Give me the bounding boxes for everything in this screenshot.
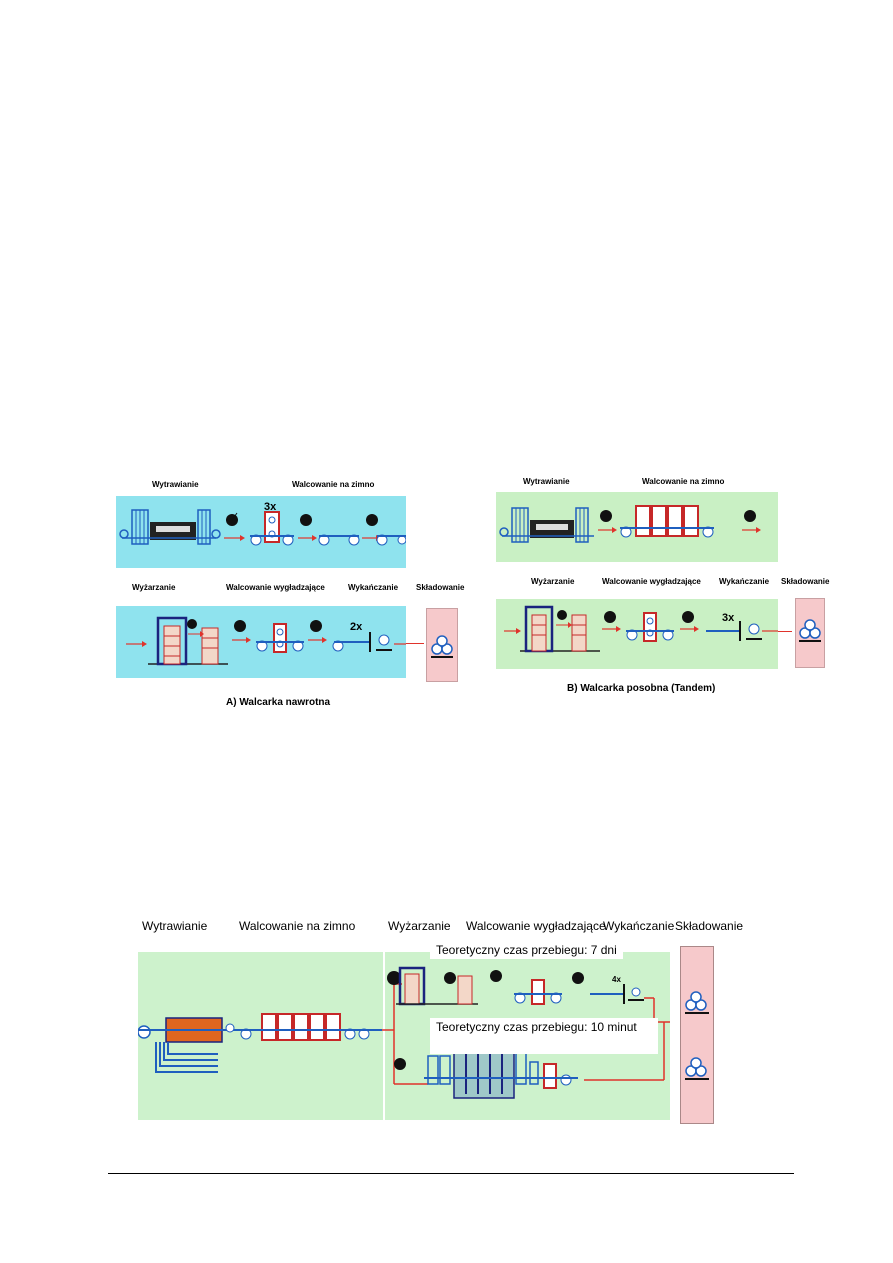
process-line-a-bottom: 2x	[126, 616, 406, 666]
coil-icon	[744, 510, 756, 522]
process-line-b-top	[499, 505, 761, 543]
label-temper-rolling: Walcowanie wygładzające	[602, 577, 701, 586]
label-annealing: Wyżarzanie	[132, 583, 176, 592]
tandem-mill-icon	[240, 1013, 382, 1041]
temper-mill-icon	[626, 612, 674, 642]
footer-rule	[108, 1173, 794, 1174]
label-cold-rolling: Walcowanie na zimno	[292, 480, 375, 489]
storage-a	[426, 608, 458, 682]
process-line-b-bottom: 3x	[504, 605, 778, 653]
svg-text:3x: 3x	[722, 612, 735, 624]
coil-icon	[226, 512, 238, 526]
svg-text:2x: 2x	[350, 621, 363, 633]
panel-c: 4x	[138, 952, 670, 1120]
coil-stack-icon	[431, 635, 453, 658]
annealing-furnace-icon	[148, 616, 228, 666]
coil-icon	[682, 611, 694, 623]
finishing-line-icon: 4x	[572, 972, 644, 1004]
label-storage: Składowanie	[416, 583, 465, 592]
note-continuous-time: Teoretyczny czas przebiegu: 10 minut	[430, 1018, 658, 1054]
finishing-line-icon: 3x	[706, 612, 762, 641]
coil-icon	[394, 1058, 406, 1070]
coil-stack-icon	[685, 991, 709, 1080]
coil-icon	[234, 620, 246, 632]
coil-stack-icon	[799, 619, 821, 642]
label-annealing: Wyżarzanie	[531, 577, 575, 586]
temper-mill-icon	[256, 623, 304, 653]
label-pickling: Wytrawianie	[152, 480, 199, 489]
label-annealing: Wyżarzanie	[388, 919, 451, 933]
flow-arrow	[778, 631, 792, 632]
label-cold-rolling: Walcowanie na zimno	[239, 919, 356, 933]
panel-a-bottom: 2x	[116, 606, 406, 678]
tandem-mill-icon	[620, 505, 714, 538]
svg-text:3x: 3x	[264, 501, 277, 513]
svg-text:4x: 4x	[612, 975, 621, 984]
panel-b-top	[496, 492, 778, 562]
coil-icon	[604, 611, 616, 623]
note-batch-time: Teoretyczny czas przebiegu: 7 dni	[430, 941, 623, 959]
panel-b-bottom: 3x	[496, 599, 778, 669]
annealing-furnace-icon	[396, 966, 478, 1006]
label-temper-rolling: Walcowanie wygładzające	[226, 583, 325, 592]
pickling-unit-icon	[119, 509, 221, 545]
label-storage: Składowanie	[675, 919, 744, 933]
flow-arrow	[406, 643, 424, 644]
label-cold-rolling: Walcowanie na zimno	[642, 477, 725, 486]
label-finishing: Wykańczanie	[603, 919, 675, 933]
caption-b: B) Walcarka posobna (Tandem)	[567, 683, 716, 694]
label-finishing: Wykańczanie	[348, 583, 399, 592]
coil-icon	[600, 510, 612, 522]
annealing-furnace-icon	[520, 605, 600, 653]
finishing-line-icon: 2x	[332, 621, 392, 652]
transfer-rolls-icon	[318, 534, 360, 546]
label-pickling: Wytrawianie	[523, 477, 570, 486]
pickling-unit-icon	[499, 507, 594, 543]
process-line-a-top: 3x	[119, 501, 406, 546]
label-finishing: Wykańczanie	[719, 577, 770, 586]
caption-a: A) Walcarka nawrotna	[226, 697, 331, 708]
label-storage: Składowanie	[781, 577, 830, 586]
reversing-stand-icon: 3x	[250, 501, 294, 546]
storage-c	[680, 946, 714, 1124]
coil-icon	[366, 514, 378, 526]
label-temper-rolling: Walcowanie wygładzające	[466, 919, 606, 933]
temper-mill-icon	[490, 970, 562, 1005]
coil-icon	[310, 620, 322, 632]
pickling-unit-icon	[138, 1017, 242, 1073]
coil-icon	[387, 971, 401, 985]
transfer-rolls-icon	[376, 534, 406, 546]
label-pickling: Wytrawianie	[142, 919, 208, 933]
panel-a-top: 3x	[116, 496, 406, 568]
storage-b	[795, 598, 825, 668]
coil-icon	[300, 514, 312, 526]
